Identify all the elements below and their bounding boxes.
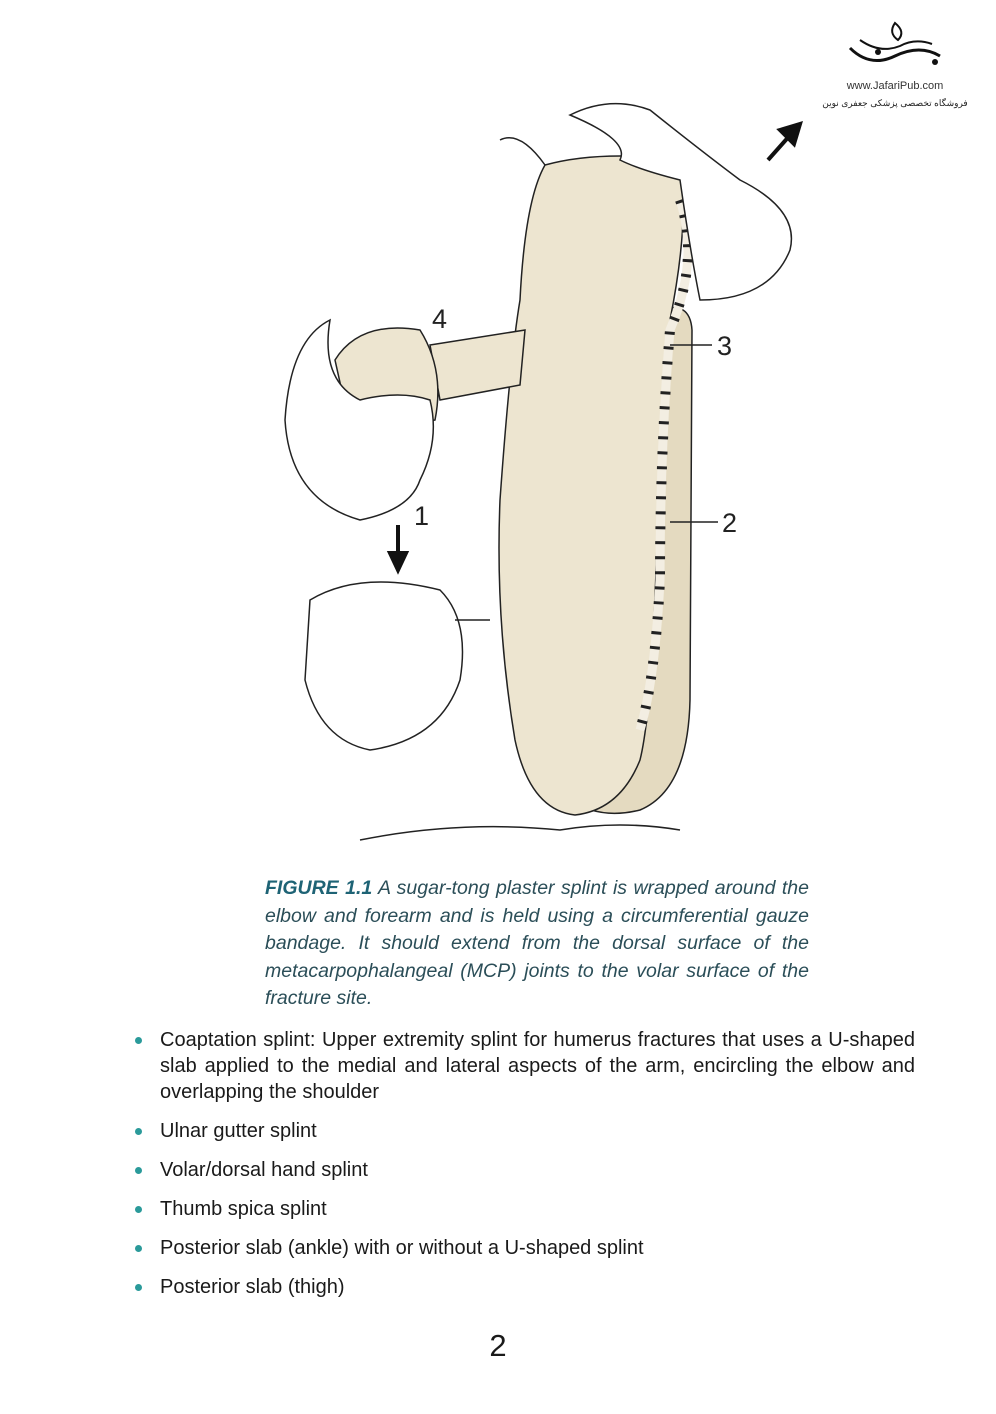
- list-item-text: Posterior slab (ankle) with or without a…: [160, 1237, 644, 1259]
- figure-caption: FIGURE 1.1 A sugar-tong plaster splint i…: [265, 875, 809, 1013]
- figure-caption-text: A sugar-tong plaster splint is wrapped a…: [265, 877, 809, 1009]
- list-item: Volar/dorsal hand splint: [133, 1157, 915, 1183]
- publisher-logo: www.JafariPub.com فروشگاه تخصصی پزشکی جع…: [820, 18, 970, 109]
- figure-label-2: 2: [722, 508, 737, 538]
- list-item-text: Thumb spica splint: [160, 1198, 327, 1220]
- bullet-icon: [135, 1128, 142, 1135]
- fist: [304, 581, 464, 751]
- figure-caption-label: FIGURE 1.1: [265, 877, 373, 899]
- arrow-down-icon: [386, 525, 410, 575]
- hand-left: [284, 318, 435, 521]
- calligraphy-logo-icon: [848, 21, 941, 65]
- page-number: 2: [489, 1328, 507, 1363]
- bullet-icon: [135, 1206, 142, 1213]
- publisher-tagline: فروشگاه تخصصی پزشکی جعفری نوین: [822, 98, 968, 108]
- hand-top: [568, 102, 793, 301]
- list-item: Posterior slab (ankle) with or without a…: [133, 1235, 915, 1261]
- arrow-up-right-icon: [766, 121, 803, 162]
- list-item: Posterior slab (thigh): [133, 1274, 915, 1300]
- figure-label-3: 3: [717, 331, 732, 361]
- splint-illustration: 1 2 3 4: [284, 102, 803, 841]
- bullet-icon: [135, 1245, 142, 1252]
- bullet-icon: [135, 1284, 142, 1291]
- list-item-text: Ulnar gutter splint: [160, 1120, 317, 1142]
- bullet-icon: [135, 1037, 142, 1044]
- list-item-text: Volar/dorsal hand splint: [160, 1159, 368, 1181]
- publisher-url: www.JafariPub.com: [846, 80, 944, 92]
- figure-label-1: 1: [414, 501, 429, 531]
- list-item: Ulnar gutter splint: [133, 1118, 915, 1144]
- list-item: Coaptation splint: Upper extremity splin…: [133, 1027, 915, 1105]
- list-item-text: Coaptation splint: Upper extremity splin…: [160, 1029, 915, 1103]
- list-item: Thumb spica splint: [133, 1196, 915, 1222]
- splint-types-list: Coaptation splint: Upper extremity splin…: [133, 1027, 915, 1313]
- figure-label-4: 4: [432, 304, 447, 334]
- bullet-icon: [135, 1167, 142, 1174]
- list-item-text: Posterior slab (thigh): [160, 1276, 345, 1298]
